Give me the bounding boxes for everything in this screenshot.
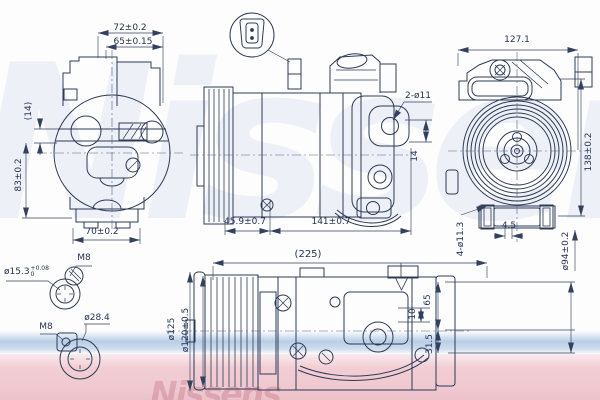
- dim-rear-offset: (14): [24, 101, 34, 121]
- dim-front-height: 138±0.2: [584, 132, 594, 172]
- dim-bottom-length: (225): [294, 249, 322, 260]
- rear-view-dimensions: [22, 30, 164, 244]
- connector-pin: [250, 36, 254, 40]
- dim-bottom-10: 10: [408, 308, 418, 320]
- bottom-side-view-drawing: [166, 263, 470, 391]
- dim-side-pulley-depth: 45.9±0.7: [224, 217, 266, 227]
- dim-side-lug-offset: 14: [410, 150, 420, 162]
- rear-view-drawing: [38, 50, 186, 232]
- bottom-side-view-dimensions: [187, 260, 575, 391]
- bracket-screw: [489, 59, 511, 81]
- refrigerant-pipe: [297, 357, 429, 381]
- suction-tol-upper: +0.08: [30, 265, 49, 272]
- dim-front-mount-holes: 4-ø11.3: [456, 221, 466, 257]
- port-details-drawing: [6, 265, 110, 380]
- side-view-dimensions: [224, 101, 432, 235]
- dim-pulley-pitch-dia: ø120±0.5: [181, 307, 191, 353]
- connector-detail-circle: [229, 12, 291, 63]
- refrigerant-pipe: [334, 212, 402, 228]
- dim-bottom-31-5: 31.5: [425, 333, 435, 355]
- discharge-port: [56, 332, 101, 380]
- suction-tol-lower: 0: [30, 271, 35, 278]
- dim-pulley-outer-dia: ø125: [167, 317, 177, 341]
- dim-discharge-dia: ø28.4: [84, 313, 110, 323]
- lug-hole: [381, 117, 399, 135]
- connector-pin: [250, 28, 254, 32]
- dim-rear-height: 83±0.2: [14, 158, 24, 192]
- dim-front-bolt-offset: 4.5: [501, 221, 517, 231]
- front-view-drawing: [445, 52, 593, 242]
- dim-suction-thread: M8: [77, 253, 91, 263]
- port-leader-lines: [6, 265, 110, 342]
- dim-rear-width-top: 72±0.2: [113, 23, 147, 33]
- dim-rear-foot-width: 70±0.2: [85, 227, 119, 237]
- dim-bottom-65: 65: [423, 294, 433, 306]
- dim-side-lug-holes: 2-ø11: [405, 91, 431, 101]
- mounting-lug: [368, 105, 410, 147]
- dim-front-bracket-width: 127.1: [504, 35, 530, 45]
- dim-rear-width-upper: 65±0.15: [113, 37, 153, 47]
- suction-dia-value: ø15.3: [4, 266, 30, 277]
- side-view-drawing: [190, 12, 412, 228]
- dim-front-bolt-circle: ø94±0.2: [561, 231, 571, 271]
- dim-side-body-length: 141±0.7: [311, 217, 351, 227]
- dim-discharge-thread: M8: [39, 322, 53, 332]
- front-view-dimensions: [457, 47, 585, 271]
- pulley-ribs: [208, 89, 230, 222]
- pulley-ribs: [210, 277, 254, 387]
- suction-port: [49, 266, 84, 310]
